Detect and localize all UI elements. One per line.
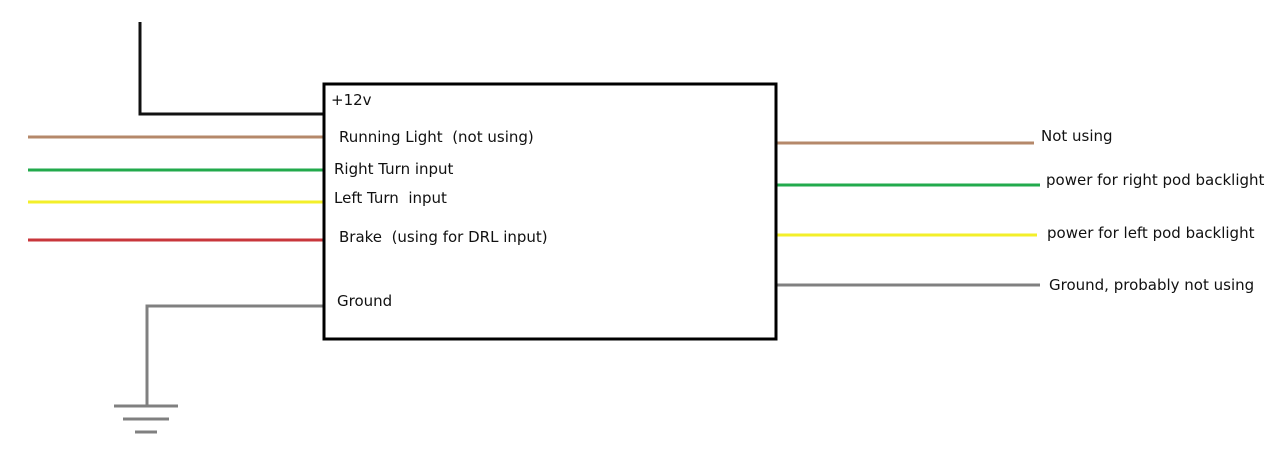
input-label-ground: Ground	[337, 292, 392, 310]
wire-ground-input	[145, 304, 324, 406]
output-label-right-pod: power for right pod backlight	[1046, 171, 1265, 189]
power-wire-12v	[138, 22, 324, 116]
input-label-right-turn: Right Turn input	[334, 160, 454, 178]
output-label-ground: Ground, probably not using	[1049, 276, 1254, 294]
input-label-left-turn: Left Turn input	[334, 189, 447, 207]
output-label-left-pod: power for left pod backlight	[1047, 224, 1255, 242]
module-power-label: +12v	[331, 91, 372, 109]
module-box	[322, 82, 778, 341]
ground-symbol	[114, 404, 178, 434]
input-label-running-light: Running Light (not using)	[339, 128, 534, 146]
output-label-not-using: Not using	[1041, 127, 1113, 145]
input-label-brake: Brake (using for DRL input)	[339, 228, 548, 246]
